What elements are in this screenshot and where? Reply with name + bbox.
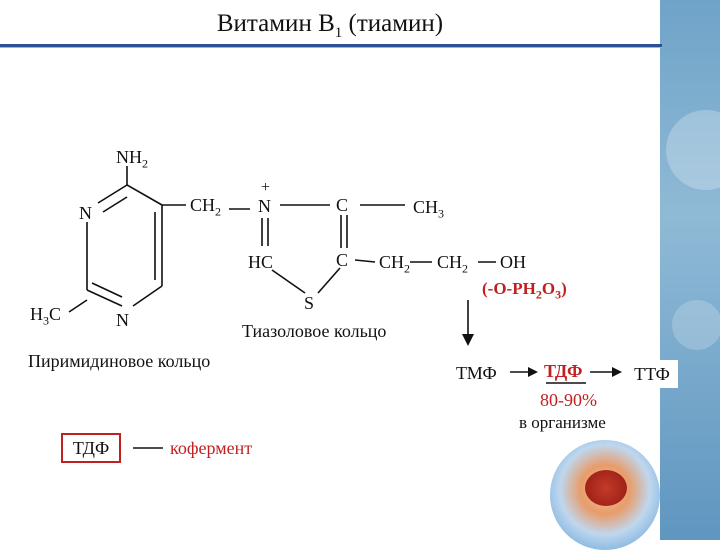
bond — [317, 267, 341, 294]
arrowhead — [528, 367, 538, 377]
positive-charge: + — [261, 179, 271, 196]
atom-n-bottom: N — [116, 310, 129, 330]
cell-nucleus — [585, 470, 627, 506]
title-underline — [0, 44, 662, 47]
decorative-circle — [672, 300, 720, 350]
bond — [68, 299, 88, 313]
amino-group: NH2 — [116, 147, 148, 171]
methylene-bridge: CH2 — [190, 195, 222, 219]
bond — [354, 259, 376, 263]
bond — [86, 289, 123, 307]
atom-c-top: C — [336, 195, 349, 215]
atom-hc: HC — [248, 252, 274, 272]
tdf-label: ТДФ — [544, 361, 583, 381]
percent-label: 80-90% — [540, 390, 597, 410]
decorative-side-panel — [660, 0, 720, 540]
ethyl-ch2-second: CH2 — [437, 252, 469, 276]
bond — [91, 282, 123, 298]
thiazole-label: Тиазоловое кольцо — [242, 321, 387, 341]
atom-c-bottom: C — [336, 250, 349, 270]
bond — [132, 285, 163, 307]
tmf-label: ТМФ — [456, 363, 497, 383]
title-underline-thin — [0, 47, 662, 48]
atom-n-plus: N — [258, 196, 271, 216]
bond — [271, 269, 306, 294]
note-label: в организме — [519, 413, 606, 432]
legend-text: кофермент — [170, 438, 253, 458]
arrowhead — [612, 367, 622, 377]
ethyl-ch2-first: CH2 — [379, 252, 411, 276]
atom-n-left: N — [79, 203, 92, 223]
methyl-group: H3C — [30, 304, 62, 328]
bond — [126, 184, 163, 206]
bond — [102, 196, 128, 213]
pyrimidine-label: Пиримидиновое кольцо — [28, 351, 211, 371]
phosphate-group: (-O-PH2O3) — [482, 279, 567, 302]
atom-s: S — [304, 293, 315, 313]
bond — [97, 184, 128, 204]
page-title: Витамин В1 (тиамин) — [216, 10, 444, 41]
arrowhead — [462, 334, 474, 346]
legend-box: ТДФ — [61, 433, 121, 463]
ttf-label: ТТФ — [626, 360, 678, 388]
methyl-group-thiazole: CH3 — [413, 197, 445, 221]
hydroxyl-group: OH — [500, 252, 526, 272]
